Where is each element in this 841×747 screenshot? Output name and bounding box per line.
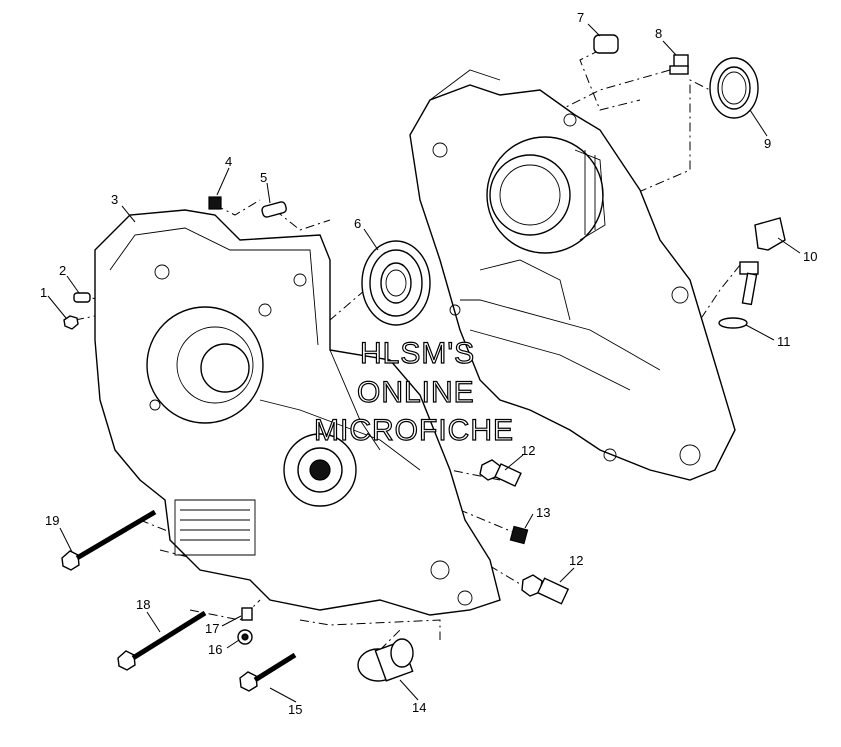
callout-19: 19 [45, 513, 59, 528]
callout-12-lower: 12 [569, 553, 583, 568]
part-18-bolt [117, 610, 207, 671]
right-crankcase-half [409, 69, 736, 481]
part-2-dowel-pin [73, 292, 91, 303]
callout-9: 9 [764, 136, 771, 151]
left-crankcase-half [94, 209, 501, 616]
callout-10: 10 [803, 249, 817, 264]
watermark-line-3: MICROFICHE [314, 414, 514, 447]
part-15-bolt [239, 652, 297, 692]
callout-14: 14 [412, 700, 426, 715]
callout-17: 17 [205, 621, 219, 636]
callout-7: 7 [577, 10, 584, 25]
callout-4: 4 [225, 154, 232, 169]
callout-2: 2 [59, 263, 66, 278]
callout-labels: 1 2 3 4 5 6 7 8 9 10 11 12 13 12 14 15 1… [40, 10, 817, 717]
part-11-o-ring [718, 317, 748, 329]
part-10-dipstick [739, 217, 786, 306]
part-6-bearing [361, 240, 431, 326]
part-13-nut [509, 525, 529, 545]
watermark-line-2: ONLINE [357, 376, 475, 409]
part-14-oil-strainer [357, 638, 414, 682]
watermark-line-1: HLSM'S [360, 337, 475, 370]
callout-18: 18 [136, 597, 150, 612]
part-9-oil-seal [709, 57, 759, 119]
part-16-washer [237, 629, 253, 645]
callout-11: 11 [777, 334, 791, 349]
part-4-fitting [208, 196, 222, 210]
part-5-dowel-pin [261, 201, 287, 218]
part-7-plug [593, 34, 619, 54]
callout-12-upper: 12 [521, 443, 535, 458]
callout-6: 6 [354, 216, 361, 231]
callout-15: 15 [288, 702, 302, 717]
part-1-nut [63, 315, 79, 330]
leader-lines [47, 23, 801, 703]
callout-1: 1 [40, 285, 47, 300]
callout-8: 8 [655, 26, 662, 41]
callout-13: 13 [536, 505, 550, 520]
part-12-fitting-lower [521, 574, 570, 605]
callout-5: 5 [260, 170, 267, 185]
part-8-fitting [669, 54, 689, 75]
part-12-fitting-upper [479, 459, 522, 487]
watermark: HLSM'S ONLINE MICROFICHE [313, 336, 514, 447]
callout-16: 16 [208, 642, 222, 657]
part-19-bolt [61, 509, 157, 571]
part-17-fitting [241, 607, 253, 621]
callout-3: 3 [111, 192, 118, 207]
